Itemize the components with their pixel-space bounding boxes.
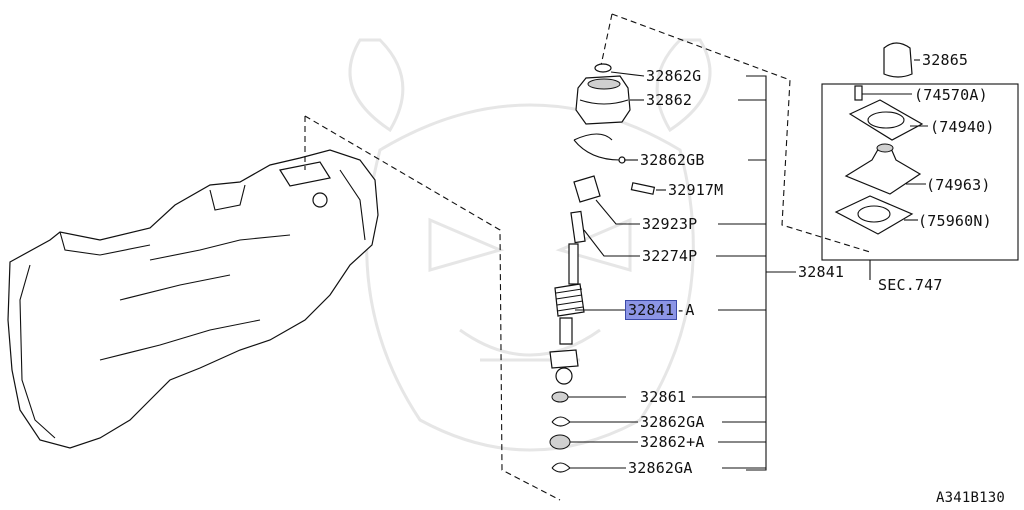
section-ref-label[interactable]: SEC.747 [878, 276, 943, 294]
label-32862GA-lower[interactable]: 32862GA [628, 459, 693, 477]
label-32841A-suffix: - [676, 301, 686, 319]
label-32862A[interactable]: 32862+A [640, 433, 705, 451]
transmission-housing [7, 149, 379, 449]
label-32917M[interactable]: 32917M [668, 181, 724, 199]
label-32862[interactable]: 32862 [646, 91, 693, 109]
highlighted-part-number[interactable]: 32841 [624, 300, 678, 320]
label-74963[interactable]: (74963) [926, 176, 991, 194]
label-32841A[interactable]: 32841-A [624, 300, 695, 320]
label-32923P[interactable]: 32923P [642, 215, 698, 233]
label-74940[interactable]: (74940) [930, 118, 995, 136]
label-74570A[interactable]: (74570A) [914, 86, 988, 104]
label-32865[interactable]: 32865 [922, 51, 969, 69]
leader-lines [568, 71, 796, 471]
label-75960N[interactable]: (75960N) [918, 212, 992, 230]
label-32862G[interactable]: 32862G [646, 67, 702, 85]
label-32861[interactable]: 32861 [640, 388, 687, 406]
label-32862GA-upper[interactable]: 32862GA [640, 413, 705, 431]
sec-747-box [821, 42, 1019, 280]
label-32841[interactable]: 32841 [798, 263, 845, 281]
watermark [348, 38, 712, 452]
figure-code: A341B130 [936, 490, 1006, 506]
shift-lever-assembly [549, 63, 656, 473]
label-32274P[interactable]: 32274P [642, 247, 698, 265]
label-32841A-letter: A [685, 301, 695, 319]
label-32862GB[interactable]: 32862GB [640, 151, 705, 169]
